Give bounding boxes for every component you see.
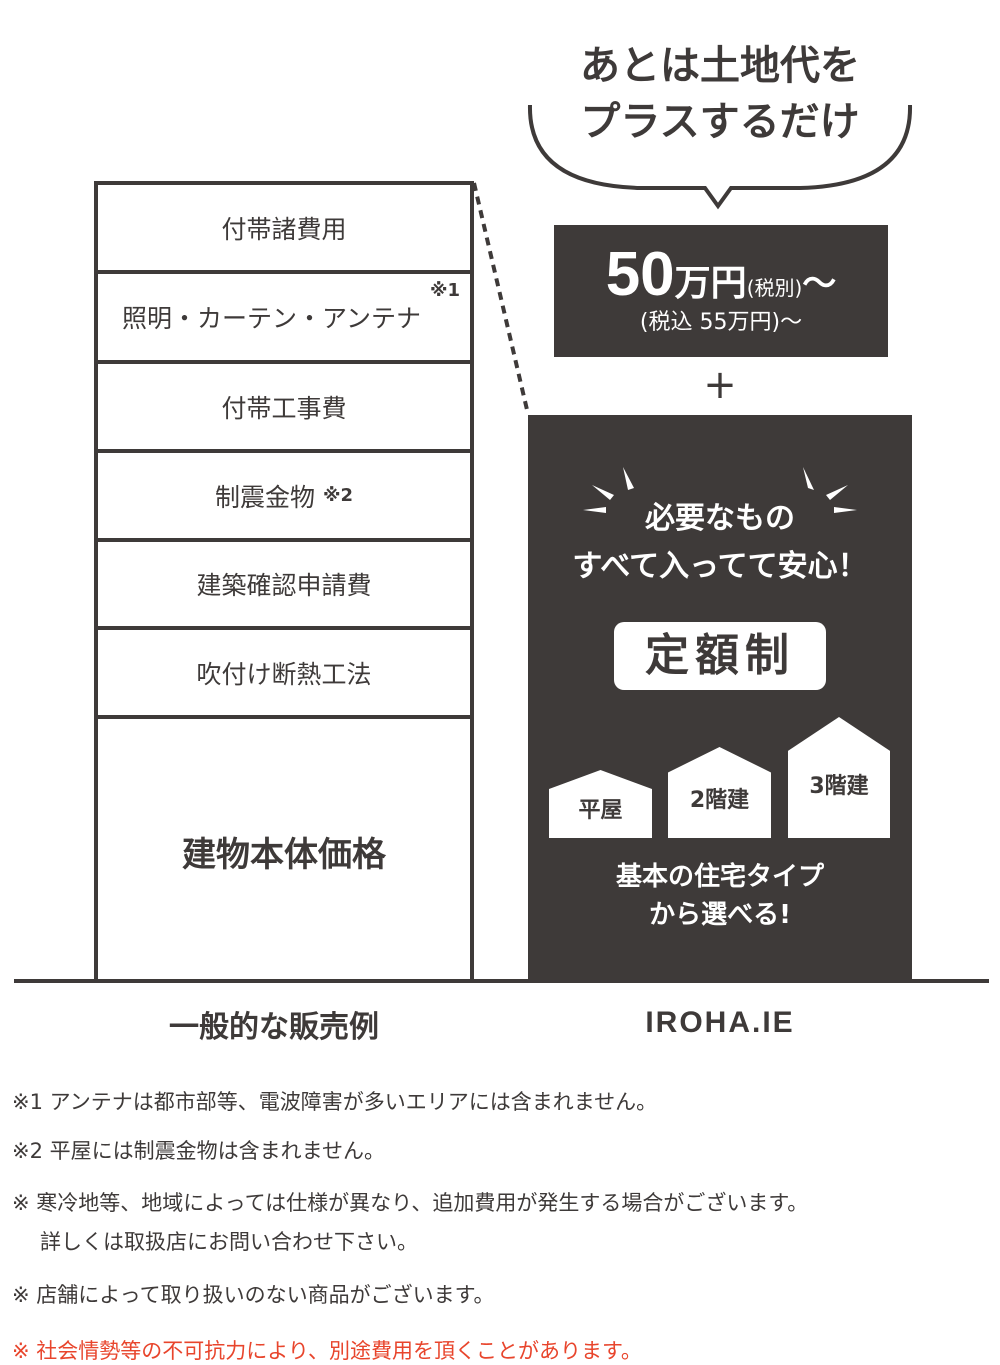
row-insulation: 吹付け断熱工法 <box>98 630 470 719</box>
dotted-connector <box>472 182 530 415</box>
row-label: 建物本体価格 <box>182 835 386 875</box>
row-building: 建物本体価格 <box>98 719 470 984</box>
footnote-mark-2: ※2 <box>322 485 353 506</box>
row-label: 建築確認申請費 <box>196 571 372 600</box>
row-permit: 建築確認申請費 <box>98 542 470 630</box>
note-3: ※ 寒冷地等、地域によっては仕様が異なり、追加費用が発生する場合がございます。 <box>12 1191 809 1215</box>
bubble-line1: あとは土地代を <box>580 43 860 89</box>
iroha-label: IROHA.IE <box>645 1006 795 1039</box>
note-5-red: ※ 社会情勢等の不可抗力により、別途費用を頂くことがあります。 <box>12 1339 642 1363</box>
row-label: 付帯諸費用 <box>221 214 347 244</box>
house-label: 3階建 <box>809 774 869 799</box>
bubble-line2: プラスするだけ <box>580 99 860 145</box>
row-work: 付帯工事費 <box>98 364 470 453</box>
row-lighting: 照明・カーテン・アンテナ ※1 <box>98 274 470 364</box>
headline-1: 必要なもの <box>645 501 795 536</box>
note-1: ※1 アンテナは都市部等、電波障害が多いエリアには含まれません。 <box>12 1090 658 1114</box>
price-unit: 万円 <box>674 263 747 304</box>
iroha-column: 必要なもの すべて入ってて安心！ 定額制 平屋 2階建 3階建 基本の住宅タイプ… <box>528 415 912 981</box>
note-3-cont: 詳しくは取扱店にお問い合わせ下さい。 <box>40 1230 418 1254</box>
house-label: 2階建 <box>689 788 750 813</box>
row-label: 吹付け断熱工法 <box>196 659 372 689</box>
general-label: 一般的な販売例 <box>169 1010 379 1045</box>
ground-line <box>14 979 989 983</box>
note-2: ※2 平屋には制震金物は含まれません。 <box>12 1139 386 1163</box>
row-damper: 制震金物 ※2 <box>98 453 470 542</box>
row-label: 制震金物 <box>215 482 316 512</box>
plus-sign: + <box>703 362 737 408</box>
price-tax-note: (税別) <box>746 276 803 300</box>
house-3story: 3階建 <box>788 717 890 838</box>
price-amount: 50 <box>605 240 675 309</box>
price-incl: (税込 55万円)〜 <box>639 310 803 335</box>
subtext-2: から選べる! <box>649 900 791 930</box>
footnote-mark-1: ※1 <box>429 280 460 301</box>
bubble-text: あとは土地代を プラスするだけ <box>528 38 912 150</box>
house-2story: 2階建 <box>668 747 771 838</box>
headline-2: すべて入ってて安心！ <box>572 549 868 584</box>
house-hiraya: 平屋 <box>549 770 652 838</box>
fixed-price-badge: 定額制 <box>614 622 826 690</box>
subtext-1: 基本の住宅タイプ <box>615 862 824 892</box>
decorations <box>472 104 913 415</box>
house-label: 平屋 <box>578 798 623 823</box>
price-tilde: 〜 <box>802 264 837 304</box>
row-label: 付帯工事費 <box>221 393 347 423</box>
price-box: 50万円(税別)〜 (税込 55万円)〜 <box>554 225 888 357</box>
sparkle-icon <box>583 467 857 513</box>
row-label: 照明・カーテン・アンテナ <box>122 304 422 333</box>
general-cost-column: 付帯諸費用 照明・カーテン・アンテナ ※1 付帯工事費 制震金物 ※2 建築確認申… <box>94 181 474 980</box>
row-incidental: 付帯諸費用 <box>98 185 470 274</box>
speech-bubble <box>527 104 913 210</box>
note-4: ※ 店舗によって取り扱いのない商品がございます。 <box>12 1283 495 1307</box>
